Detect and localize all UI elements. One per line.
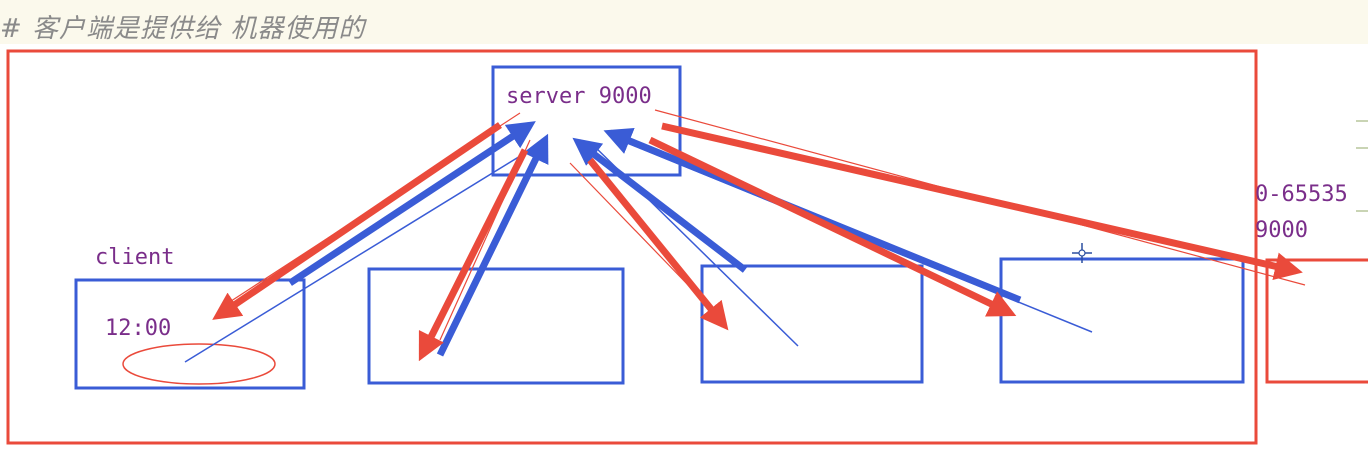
red-arrow-server-to-remote [661,122,1303,280]
red-arrow-server-to-client4 [648,136,1017,317]
blue-arrow-client3-to-server [572,137,748,273]
client-box-4 [999,257,1245,384]
blue-arrow-client2-to-server [436,133,549,357]
client-box-2 [367,267,625,385]
red-arrow-server-to-client2 [418,148,529,362]
port-label: 9000 [1255,218,1308,243]
client-label: client [95,245,175,270]
crosshair-cursor-icon [1072,243,1092,263]
client-box-1 [74,278,306,390]
code-comment-bar: # 客户端是提供给 机器使用的 [0,0,1368,44]
time-highlight-ellipse [122,343,276,385]
server-label: server 9000 [506,84,652,109]
server-box [491,65,682,177]
port-range-label: 0-65535 [1255,182,1348,207]
code-comment: # 客户端是提供给 机器使用的 [0,14,366,44]
thin-blue-line [184,149,531,363]
blue-arrow-client1-to-server [288,121,536,286]
remote-box [1265,258,1368,384]
client-time: 12:00 [105,316,172,341]
red-arrow-server-to-client1 [212,122,502,320]
outer-network-frame [6,49,1258,445]
red-arrow-server-to-client3 [587,157,729,331]
